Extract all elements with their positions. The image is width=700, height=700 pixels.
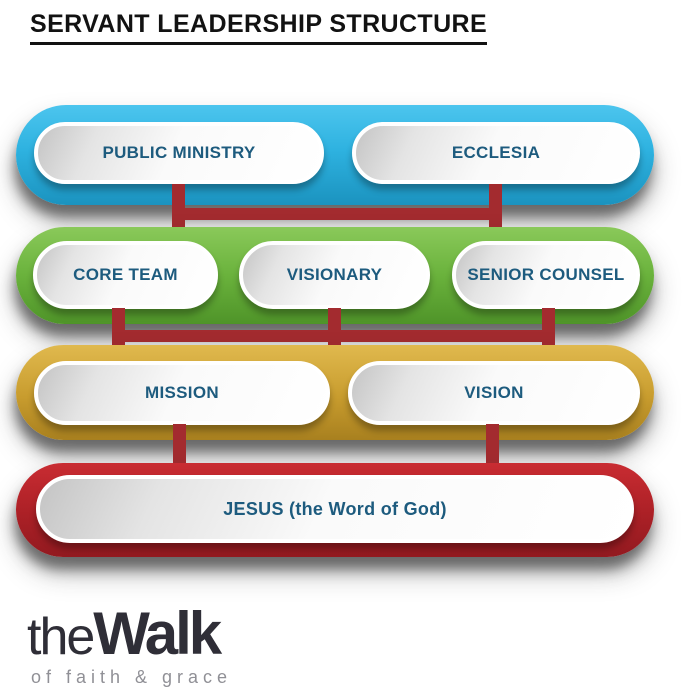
row-public-ministry-ecclesia: PUBLIC MINISTRY ECCLESIA	[16, 105, 654, 205]
node-visionary: VISIONARY	[239, 241, 430, 309]
node-label: PUBLIC MINISTRY	[102, 143, 256, 162]
node-core-team: CORE TEAM	[33, 241, 218, 309]
node-vision: VISION	[348, 361, 640, 425]
node-ecclesia: ECCLESIA	[352, 122, 640, 184]
node-label: CORE TEAM	[73, 265, 178, 284]
logo-the-text: the	[27, 608, 95, 666]
node-label: VISION	[464, 383, 524, 402]
connector-line	[173, 424, 186, 470]
connector-line	[172, 208, 502, 220]
row-mission-vision: MISSION VISION	[16, 345, 654, 440]
node-label: ECCLESIA	[451, 143, 541, 162]
node-public-ministry: PUBLIC MINISTRY	[34, 122, 324, 184]
logo-walk-text: Walk	[93, 600, 222, 667]
node-jesus: JESUS (the Word of God)	[36, 475, 634, 543]
logo-tagline: of faith & grace	[31, 667, 233, 687]
node-mission: MISSION	[34, 361, 330, 425]
node-senior-counsel: SENIOR COUNSEL	[452, 241, 640, 309]
node-label: MISSION	[145, 383, 219, 402]
connector-line	[112, 330, 555, 342]
row-jesus-foundation: JESUS (the Word of God)	[16, 463, 654, 557]
connector-line	[486, 424, 499, 470]
node-label: SENIOR COUNSEL	[467, 265, 625, 284]
row-core-visionary-counsel: CORE TEAM VISIONARY SENIOR COUNSEL	[16, 227, 654, 324]
node-label: VISIONARY	[286, 265, 383, 284]
page-title: SERVANT LEADERSHIP STRUCTURE	[30, 10, 488, 45]
node-label: JESUS (the Word of God)	[223, 498, 447, 519]
